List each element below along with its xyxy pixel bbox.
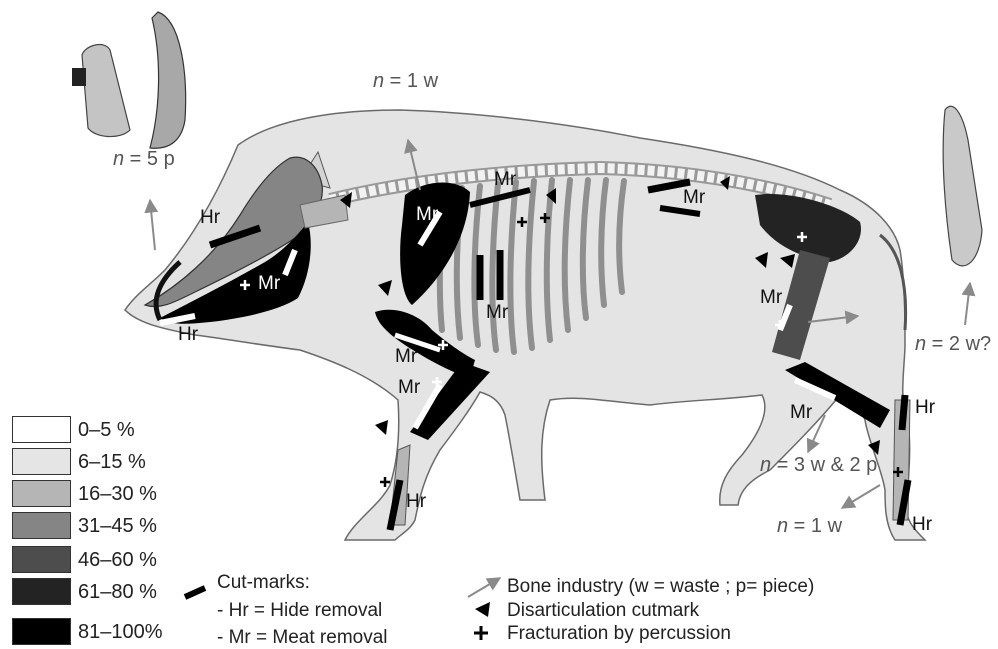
hr-label-hind-leg: Hr xyxy=(915,398,935,417)
leg-count-label: n = 3 w & 2 p xyxy=(760,454,877,477)
legend-label-5: 61–80 % xyxy=(78,582,157,602)
cutmark-key-bar xyxy=(185,588,205,597)
mr-label-mandible: Mr xyxy=(258,274,280,293)
hr-label-snout: Hr xyxy=(178,325,198,344)
legend-swatch-4 xyxy=(12,546,71,573)
skull-count-label: n = 5 p xyxy=(113,148,175,171)
hr-label-skull: Hr xyxy=(200,208,220,227)
key-bone-industry: Bone industry (w = waste ; p= piece) xyxy=(507,577,814,596)
legend-label-3: 31–45 % xyxy=(78,516,157,536)
mr-label-radius: Mr xyxy=(398,378,420,397)
hr-label-front-foot: Hr xyxy=(406,492,426,511)
key-disarticulation: Disarticulation cutmark xyxy=(507,601,699,620)
mr-label-spine: Mr xyxy=(494,170,516,189)
mr-label-femur: Mr xyxy=(760,288,782,307)
legend-swatch-6 xyxy=(12,618,71,645)
mr-label-back: Mr xyxy=(683,188,705,207)
legend-swatch-0 xyxy=(12,416,71,443)
tusk-artefact-drawings xyxy=(72,12,186,148)
foot-count-label: n = 1 w xyxy=(777,515,842,538)
legend-label-0: 0–5 % xyxy=(78,420,135,440)
percussion-key-marker xyxy=(474,626,488,640)
mr-label-tibia: Mr xyxy=(790,403,812,422)
bone-industry-key-arrow xyxy=(468,578,500,597)
legend-swatch-5 xyxy=(12,578,71,605)
mr-label-ribs: Mr xyxy=(486,303,508,322)
legend-label-6: 81–100% xyxy=(78,622,163,642)
disarticulation-key-marker xyxy=(475,602,490,617)
cutmarks-meat-removal: - Mr = Meat removal xyxy=(217,628,388,647)
cutmarks-title: Cut-marks: xyxy=(217,573,310,592)
back-count-label: n = 1 w xyxy=(373,70,438,93)
mr-label-scapula: Mr xyxy=(416,205,438,224)
legend-label-2: 16–30 % xyxy=(78,484,157,504)
key-fracturation: Fracturation by percussion xyxy=(507,624,731,643)
bone-artefact-drawing xyxy=(943,106,982,266)
legend-swatch-2 xyxy=(12,480,71,507)
hind-count-label: n = 2 w? xyxy=(915,333,991,356)
legend-swatch-1 xyxy=(12,448,71,475)
cutmarks-hide-removal: - Hr = Hide removal xyxy=(217,601,382,620)
legend-swatch-3 xyxy=(12,512,71,539)
legend-label-4: 46–60 % xyxy=(78,550,157,570)
mr-label-humerus: Mr xyxy=(395,347,417,366)
hr-label-hind-foot: Hr xyxy=(912,515,932,534)
legend-label-1: 6–15 % xyxy=(78,452,146,472)
